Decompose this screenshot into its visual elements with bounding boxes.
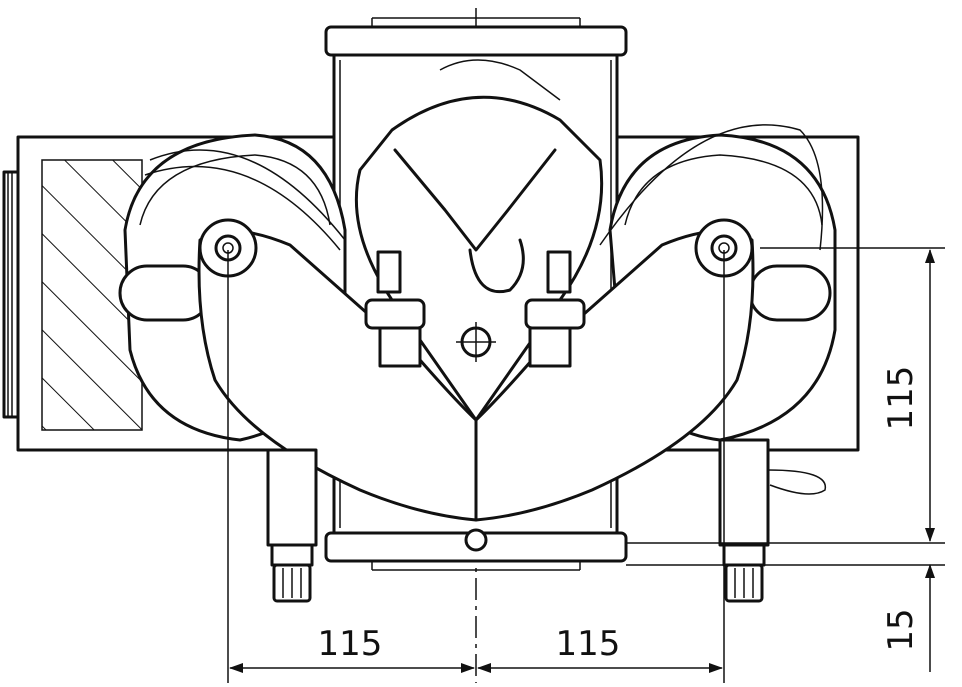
right-motor: [474, 124, 837, 522]
left-motor: [118, 133, 478, 522]
dim-vertical-lower: 15: [881, 608, 921, 651]
extension-lines: [227, 247, 945, 683]
volute: [354, 59, 604, 422]
dim-vertical-upper: 115: [881, 366, 921, 431]
dim-horizontal-left: 115: [318, 624, 383, 664]
dim-horizontal-right: 115: [556, 624, 621, 664]
fittings: [364, 250, 586, 368]
horizontal-dimensions: 115 115: [229, 624, 723, 673]
vertical-dimensions: 115 15: [881, 249, 935, 672]
